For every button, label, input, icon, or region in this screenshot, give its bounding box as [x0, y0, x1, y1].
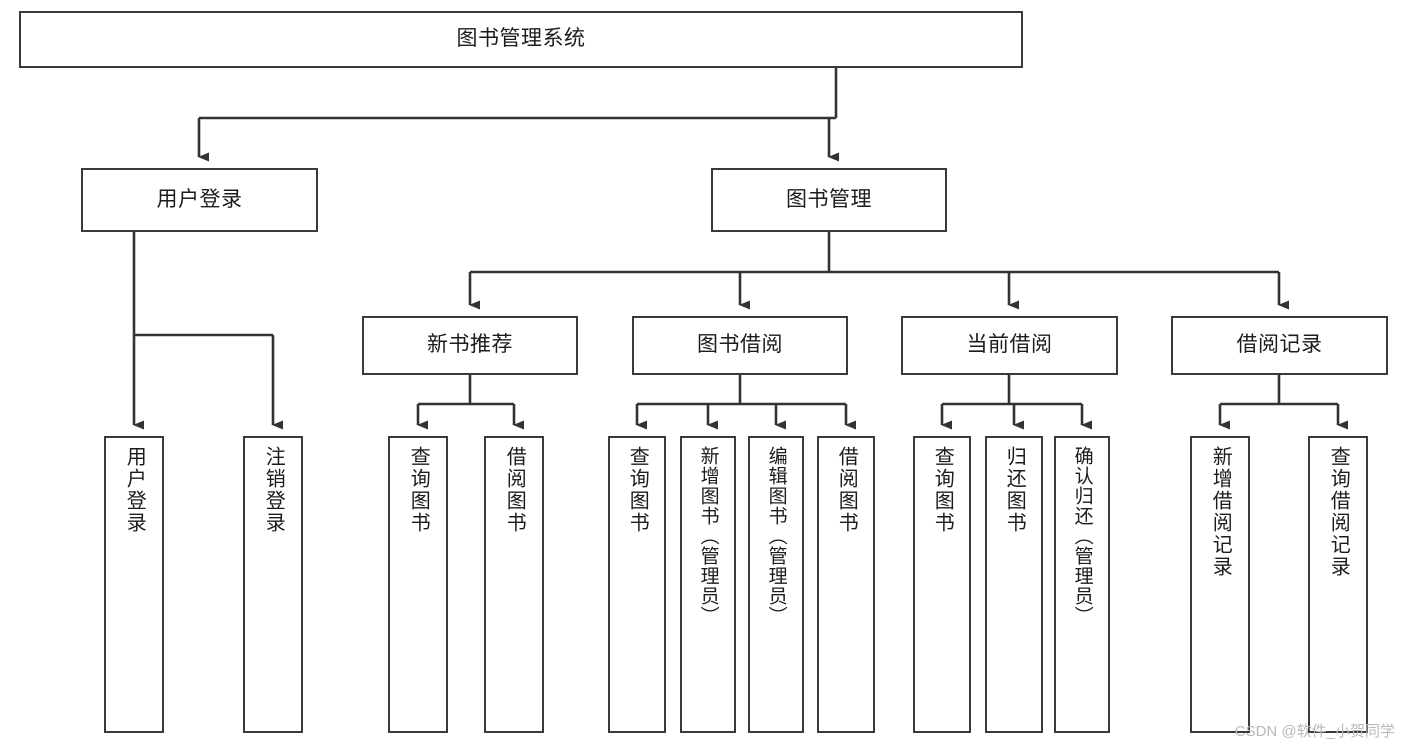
- node-leaf-user-login-label: 用户登录: [123, 446, 146, 534]
- node-borrow-record-label: 借阅记录: [1236, 333, 1323, 357]
- node-new-book-recommend[interactable]: 新书推荐: [362, 316, 578, 375]
- node-leaf-add-book-label: 新增图书（管理员）: [697, 446, 719, 626]
- node-leaf-confirm-return-label: 确认归还（管理员）: [1071, 446, 1093, 626]
- node-leaf-query-book-1[interactable]: 查询图书: [388, 436, 448, 733]
- node-borrow-record[interactable]: 借阅记录: [1171, 316, 1388, 375]
- node-leaf-add-book[interactable]: 新增图书（管理员）: [680, 436, 736, 733]
- node-leaf-query-record-label: 查询借阅记录: [1327, 446, 1350, 578]
- node-leaf-query-book-1-label: 查询图书: [407, 446, 430, 534]
- node-leaf-borrow-book-2-label: 借阅图书: [835, 446, 858, 534]
- node-user-login[interactable]: 用户登录: [81, 168, 318, 232]
- node-leaf-query-book-2[interactable]: 查询图书: [608, 436, 666, 733]
- node-leaf-add-record-label: 新增借阅记录: [1209, 446, 1232, 578]
- node-book-manage-label: 图书管理: [786, 187, 872, 211]
- node-leaf-borrow-book-1-label: 借阅图书: [503, 446, 526, 534]
- node-leaf-query-record[interactable]: 查询借阅记录: [1308, 436, 1368, 733]
- node-leaf-confirm-return[interactable]: 确认归还（管理员）: [1054, 436, 1110, 733]
- node-leaf-query-book-3-label: 查询图书: [931, 446, 954, 534]
- node-leaf-return-book[interactable]: 归还图书: [985, 436, 1043, 733]
- node-leaf-logout[interactable]: 注销登录: [243, 436, 303, 733]
- node-book-borrow[interactable]: 图书借阅: [632, 316, 848, 375]
- node-leaf-add-record[interactable]: 新增借阅记录: [1190, 436, 1250, 733]
- csdn-watermark: CSDN @软件_小贺同学: [1234, 723, 1395, 740]
- node-current-borrow-label: 当前借阅: [966, 333, 1053, 357]
- node-leaf-borrow-book-2[interactable]: 借阅图书: [817, 436, 875, 733]
- node-leaf-query-book-2-label: 查询图书: [626, 446, 649, 534]
- node-leaf-logout-label: 注销登录: [262, 446, 285, 534]
- node-root-label: 图书管理系统: [456, 27, 586, 51]
- node-leaf-edit-book-label: 编辑图书（管理员）: [765, 446, 787, 626]
- node-leaf-return-book-label: 归还图书: [1003, 446, 1026, 534]
- node-leaf-borrow-book-1[interactable]: 借阅图书: [484, 436, 544, 733]
- node-leaf-edit-book[interactable]: 编辑图书（管理员）: [748, 436, 804, 733]
- node-user-login-label: 用户登录: [156, 187, 243, 211]
- node-root[interactable]: 图书管理系统: [19, 11, 1023, 68]
- node-book-borrow-label: 图书借阅: [697, 333, 783, 357]
- node-book-manage[interactable]: 图书管理: [711, 168, 947, 232]
- node-leaf-user-login[interactable]: 用户登录: [104, 436, 164, 733]
- node-new-book-recommend-label: 新书推荐: [427, 333, 513, 357]
- node-current-borrow[interactable]: 当前借阅: [901, 316, 1118, 375]
- node-leaf-query-book-3[interactable]: 查询图书: [913, 436, 971, 733]
